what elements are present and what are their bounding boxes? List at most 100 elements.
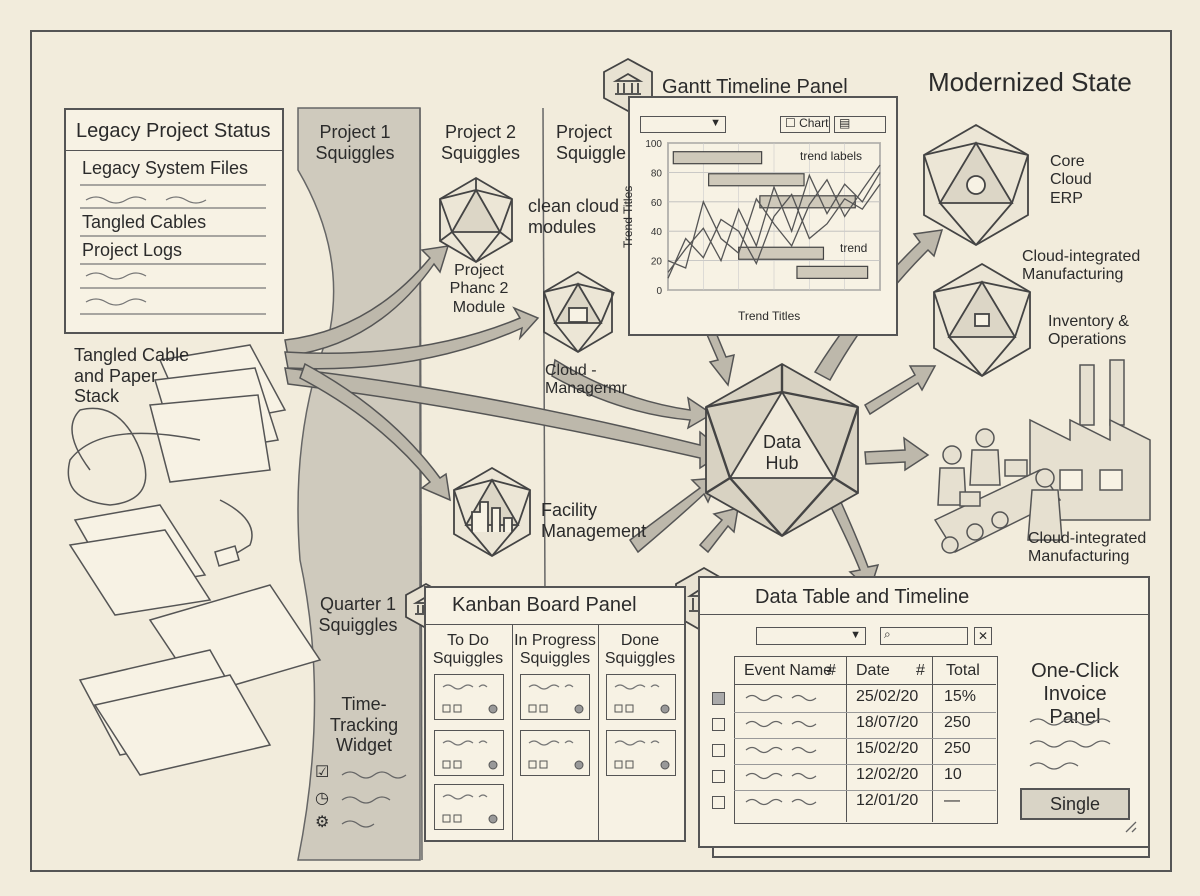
gantt-dropdown[interactable]: ▼ (640, 116, 726, 133)
outer-frame (30, 30, 1172, 872)
chevron-down-icon: ▼ (850, 629, 861, 641)
row-checkbox[interactable] (712, 770, 725, 783)
gantt-timeline-panel (628, 96, 898, 336)
phase-module-icon (439, 176, 513, 264)
cloud-manager-label: Cloud - Managermr (545, 362, 627, 398)
series-line (667, 164, 881, 269)
y-tick-label: 60 (651, 198, 663, 209)
date-cell: 25/02/20 (856, 688, 919, 705)
legacy-project-status-panel: Legacy Project Status Legacy System File… (64, 108, 284, 334)
chart-bars (672, 151, 869, 279)
kanban-card[interactable] (434, 674, 504, 720)
table-row[interactable] (734, 686, 996, 713)
close-icon[interactable]: ✕ (974, 627, 992, 645)
kanban-column-header: In Progress Squiggles (514, 632, 596, 668)
y-tick-label: 0 (656, 286, 662, 297)
cloud-mfg-top-label: Cloud-integrated Manufacturing (1022, 248, 1141, 284)
kanban-card[interactable] (434, 784, 504, 830)
gantt-bar (672, 151, 763, 165)
table-header-cell[interactable]: Total (946, 662, 980, 679)
row-checkbox[interactable] (712, 744, 725, 757)
table-header-mark: # (916, 662, 925, 679)
grid-icon: ▤ (839, 116, 851, 130)
phase-module-label: Project Phanc 2 Module (449, 262, 509, 316)
chart-grid (667, 142, 881, 291)
data-table (734, 656, 998, 824)
data-table-title: Data Table and Timeline (755, 586, 970, 608)
series-line (667, 172, 881, 273)
legacy-panel-title: Legacy Project Status (76, 120, 271, 142)
project-column-label: Project 2 Squiggles (440, 122, 521, 163)
kanban-column-header: Done Squiggles (604, 632, 676, 668)
quarter-label: Quarter 1 Squiggles (318, 594, 398, 635)
gear-icon[interactable]: ⚙ (315, 814, 330, 831)
row-checkbox[interactable] (712, 796, 725, 809)
chart-x-axis-label: Trend Titles (738, 309, 801, 323)
table-row[interactable] (734, 764, 996, 791)
kanban-column-header: To Do Squiggles (432, 632, 504, 668)
total-cell: 250 (944, 714, 971, 731)
facility-label: Facility Management (541, 500, 647, 541)
table-header-cell[interactable]: Event Name (744, 662, 833, 679)
squiggle-lines (80, 184, 266, 315)
total-cell: — (944, 792, 960, 809)
search-icon: ⌕ (884, 627, 891, 641)
project-column-label: Project 1 Squiggles (315, 122, 395, 163)
legacy-item: Project Logs (82, 240, 183, 260)
kanban-card[interactable] (434, 730, 504, 776)
cloud-manager-icon (543, 270, 615, 354)
clean-cloud-label: clean cloud modules (528, 196, 620, 237)
page-title: Modernized State (928, 67, 1132, 97)
table-row[interactable] (734, 712, 996, 739)
table-filter-dropdown[interactable]: ▼ (756, 627, 866, 645)
gantt-bar (708, 173, 805, 187)
inventory-icon (933, 262, 1031, 378)
checked-checkbox[interactable] (712, 692, 725, 705)
kanban-card[interactable] (520, 730, 590, 776)
paper-stack-illustration (67, 344, 322, 776)
total-cell: 15% (944, 688, 977, 705)
data-hub-icon (704, 362, 860, 538)
table-search-input[interactable]: ⌕ (880, 627, 968, 645)
total-cell: 10 (944, 766, 962, 783)
chevron-down-icon: ▼ (710, 117, 721, 129)
date-cell: 12/02/20 (856, 766, 919, 783)
legacy-item: Tangled Cables (82, 212, 207, 232)
factory-illustration (933, 359, 1151, 554)
y-tick-label: 100 (645, 139, 662, 150)
date-cell: 18/07/20 (856, 714, 919, 731)
date-cell: 12/01/20 (856, 792, 919, 809)
kanban-card[interactable] (520, 674, 590, 720)
gantt-bar (796, 265, 869, 279)
single-invoice-button[interactable]: Single (1020, 788, 1130, 820)
row-checkbox[interactable] (712, 718, 725, 731)
series-line (667, 183, 881, 279)
table-header-cell[interactable]: Date (856, 662, 890, 679)
flow-arrows (284, 229, 944, 592)
core-erp-icon (923, 123, 1029, 247)
clock-icon[interactable]: ◷ (315, 790, 329, 807)
chart-button-label: Chart (799, 116, 829, 130)
data-hub-label: Data Hub (762, 432, 802, 473)
chart-annotation: trend labels (800, 149, 863, 163)
gantt-panel-title: Gantt Timeline Panel (662, 76, 848, 98)
date-cell: 15/02/20 (856, 740, 919, 757)
table-row[interactable] (734, 738, 996, 765)
checkbox-icon[interactable]: ☑ (315, 764, 330, 781)
paper-stack-label: Tangled Cable and Paper Stack (74, 345, 190, 407)
chart-lines (667, 164, 881, 279)
chart-button[interactable]: ☐ Chart (780, 116, 830, 133)
time-tracking-label: Time-Tracking Widget (329, 694, 399, 756)
view-toggle[interactable]: ▤ (834, 116, 886, 133)
total-cell: 250 (944, 740, 971, 757)
facility-icon (453, 466, 531, 558)
cloud-mfg-bottom-label: Cloud-integrated Manufacturing (1028, 530, 1147, 566)
invoice-panel-title: One-Click Invoice Panel (1031, 660, 1119, 728)
kanban-card[interactable] (606, 730, 676, 776)
kanban-card[interactable] (606, 674, 676, 720)
